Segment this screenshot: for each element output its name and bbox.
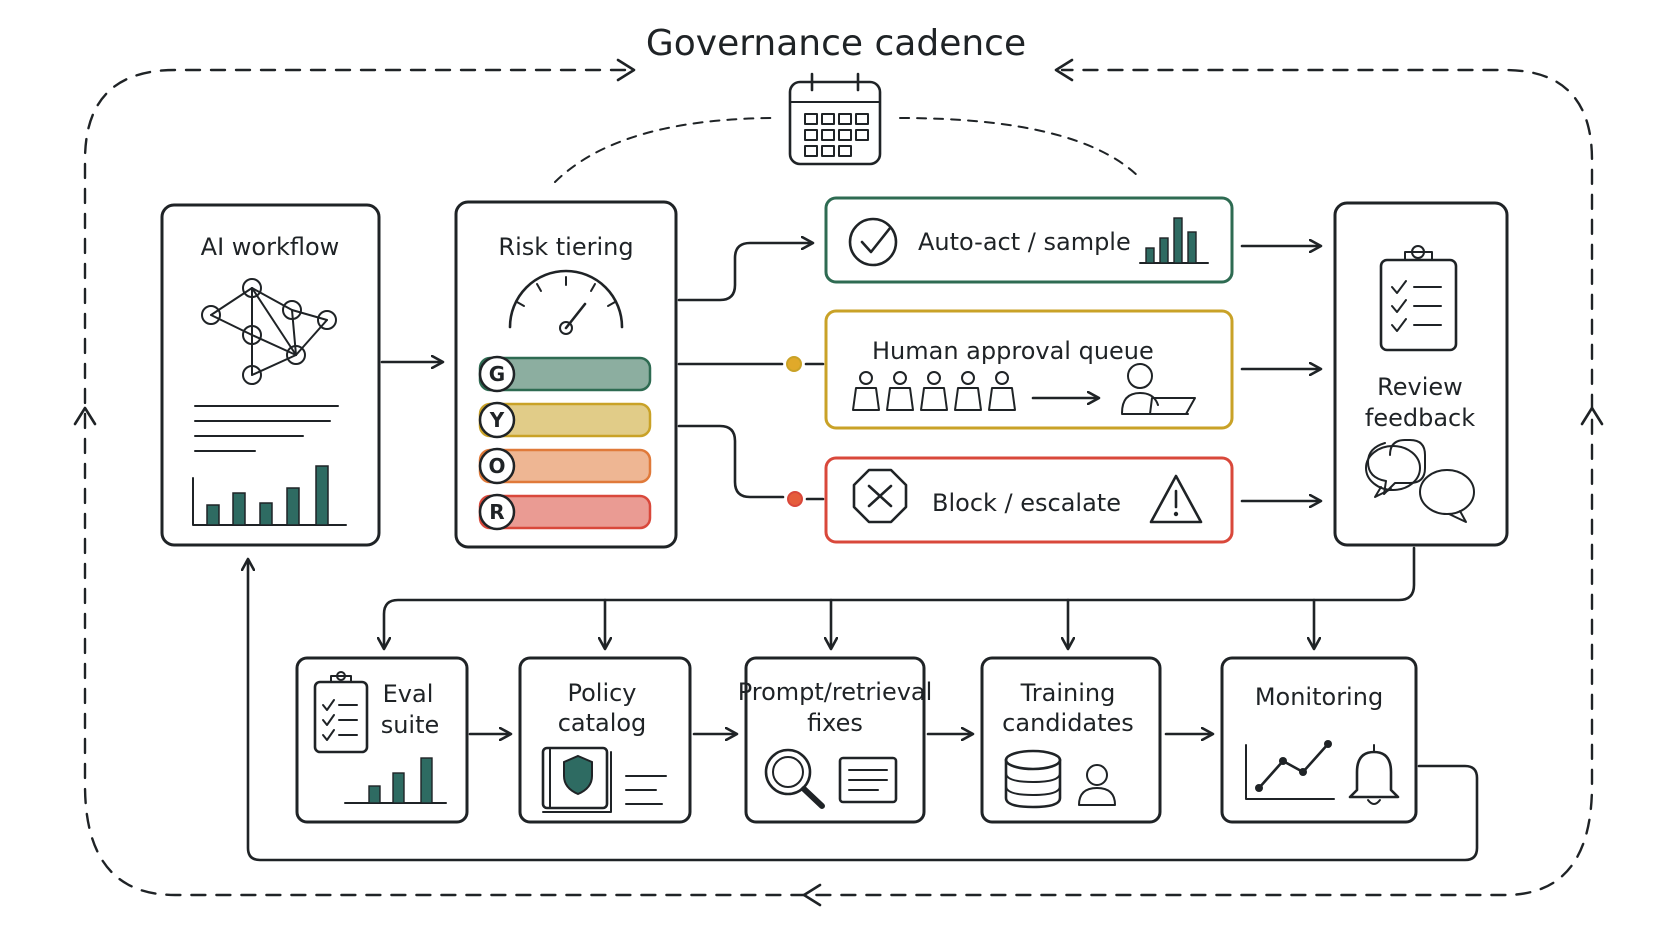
shield-book-icon (541, 746, 612, 813)
route-block-escalate: Block / escalate (824, 456, 1234, 544)
text-lines-icon (625, 775, 667, 805)
policy-label-line2: catalog (558, 709, 647, 737)
prompt-label-line2: fixes (807, 709, 863, 737)
route-auto-act: Auto-act / sample (824, 196, 1234, 284)
speech-bubbles-icon (1365, 439, 1475, 523)
risk-tier-badge (478, 493, 516, 531)
people-queue-icon (852, 371, 1098, 411)
risk-tier-letter: R (489, 500, 504, 524)
route-connectors (677, 243, 825, 507)
network-graph-icon (201, 278, 337, 385)
monitoring-label: Monitoring (1255, 683, 1383, 711)
route-auto-label: Auto-act / sample (918, 228, 1131, 256)
node-ai-workflow: AI workflow (160, 203, 381, 547)
cadence-arrow-bottom (802, 883, 822, 907)
node-policy-catalog: Policy catalog (518, 656, 692, 824)
policy-label-line1: Policy (567, 679, 636, 707)
text-lines-icon (194, 405, 339, 452)
eval-label-line1: Eval (383, 680, 434, 708)
bar-chart-icon (344, 757, 447, 804)
cadence-arrow-left (73, 406, 97, 426)
node-monitoring: Monitoring (1220, 656, 1418, 824)
risk-tier-letter: Y (489, 408, 505, 432)
route-human-label: Human approval queue (872, 337, 1154, 365)
clipboard-check-icon (1379, 245, 1458, 352)
cadence-arrow-top-right (1054, 58, 1074, 82)
training-label-line2: candidates (1002, 709, 1134, 737)
calendar-icon (554, 72, 1141, 183)
risk-tier-letter: G (489, 362, 505, 386)
review-label-line1: Review (1377, 373, 1463, 401)
route-block-label: Block / escalate (932, 489, 1121, 517)
risk-tier-badge (478, 447, 516, 485)
training-label-line1: Training (1020, 679, 1116, 707)
risk-tier-letter: O (488, 454, 505, 478)
node-eval-suite: Eval suite (295, 656, 469, 824)
feedback-distribution (384, 546, 1416, 648)
warning-triangle-icon (1149, 474, 1203, 524)
risk-tiering-label: Risk tiering (498, 233, 633, 261)
person-icon (1078, 764, 1116, 806)
return-loop (248, 560, 1479, 862)
ai-workflow-label: AI workflow (201, 233, 340, 261)
stop-octagon-icon (852, 468, 908, 524)
database-icon (1004, 749, 1062, 809)
bell-icon (1348, 744, 1400, 805)
arrows-to-review (1240, 246, 1320, 501)
node-prompt-retrieval: Prompt/retrieval fixes (738, 656, 933, 824)
reviewer-laptop-icon (1121, 363, 1196, 415)
cadence-arrow-right (1580, 406, 1604, 426)
prompt-label-line1: Prompt/retrieval (738, 678, 933, 706)
diagram-title: Governance cadence (646, 23, 1026, 64)
route-human-approval: Human approval queue (824, 309, 1234, 430)
cadence-loop (73, 58, 1604, 907)
review-label-line2: feedback (1365, 404, 1475, 432)
bar-chart-icon (1139, 217, 1209, 264)
document-icon (838, 756, 898, 804)
check-circle-icon (848, 217, 898, 267)
risk-tier-badge (478, 355, 516, 393)
eval-label-line2: suite (381, 711, 440, 739)
node-review-feedback: Review feedback (1333, 201, 1509, 547)
risk-tier-badge (478, 401, 516, 439)
clipboard-check-icon (313, 671, 369, 754)
line-chart-icon (1245, 740, 1335, 800)
bar-chart-icon (192, 465, 347, 526)
magnifier-icon (764, 748, 825, 809)
node-training-candidates: Training candidates (980, 656, 1162, 824)
cadence-arrow-top-left (616, 58, 636, 82)
gauge-icon (508, 269, 624, 335)
